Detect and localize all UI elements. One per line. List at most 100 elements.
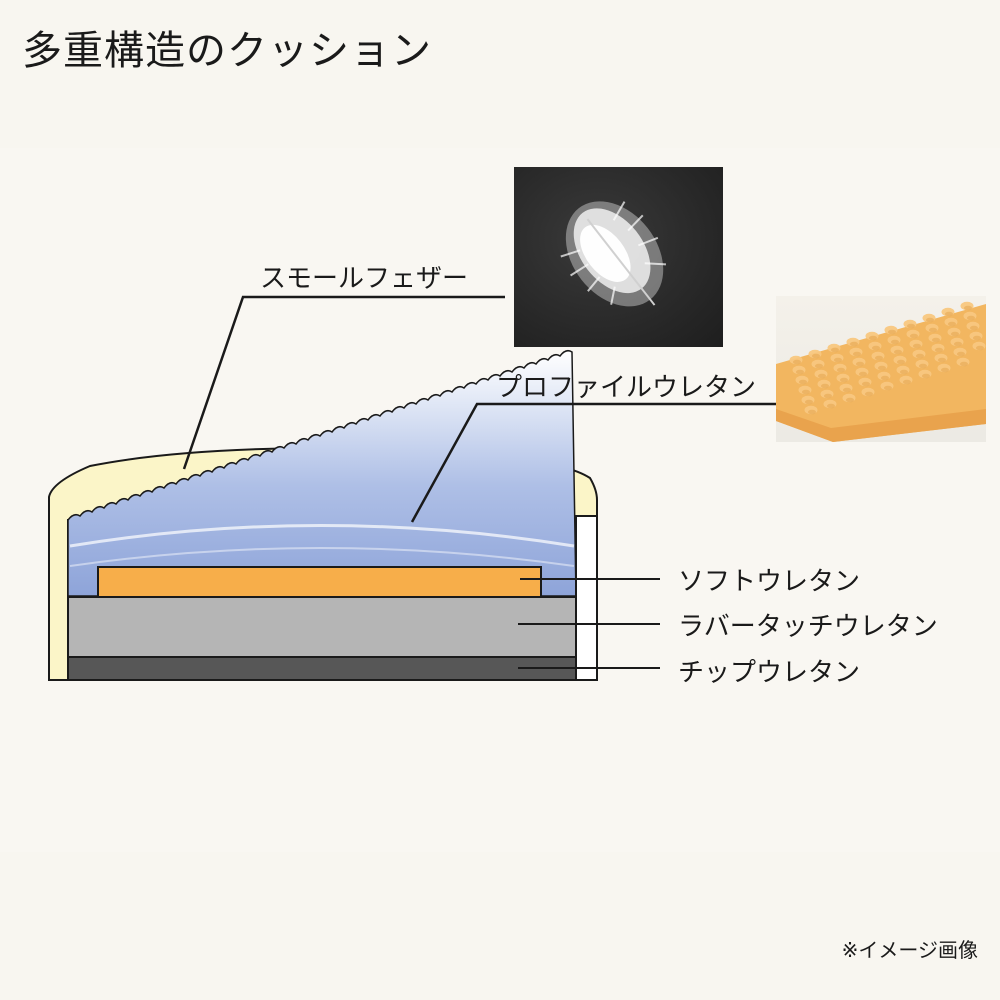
foam-bump (808, 349, 822, 359)
foam-bump-shadow (954, 341, 962, 347)
foam-bump-shadow (872, 345, 880, 351)
foam-bump (903, 319, 917, 329)
foam-bump (906, 329, 920, 339)
foam-bump-shadow (967, 315, 975, 321)
foam-bump-shadow (850, 341, 858, 347)
page-title: 多重構造のクッション (22, 28, 432, 74)
foam-bump-shadow (900, 369, 908, 375)
foam-bump-shadow (903, 379, 911, 385)
foam-bump (871, 351, 885, 361)
foam-bump (925, 323, 939, 333)
foam-bump (956, 357, 970, 367)
foam-bump-shadow (818, 373, 826, 379)
foam-bump-shadow (865, 391, 873, 397)
foam-bump (915, 359, 929, 369)
foam-bump (896, 365, 910, 375)
foam-bump (909, 339, 923, 349)
rubber-touch-urethane-layer (67, 596, 577, 658)
foam-bump (893, 355, 907, 365)
foam-bump-shadow (793, 359, 801, 365)
foam-bump (852, 357, 866, 367)
side-wall (575, 515, 598, 681)
foam-bump (817, 379, 831, 389)
foam-bump-shadow (919, 363, 927, 369)
foam-bump (950, 337, 964, 347)
foam-bump (972, 341, 986, 351)
foam-bump (842, 393, 856, 403)
foam-bump-shadow (922, 373, 930, 379)
profile-urethane-photo (776, 296, 986, 442)
foam-bump (833, 363, 847, 373)
foam-bump (861, 387, 875, 397)
foam-bump (963, 311, 977, 321)
foam-bump-shadow (805, 399, 813, 405)
foam-bump-shadow (802, 389, 810, 395)
foam-bump-shadow (840, 377, 848, 383)
foam-bump-shadow (926, 317, 934, 323)
foam-bump-shadow (910, 333, 918, 339)
foam-bump (918, 369, 932, 379)
profile-urethane-wave-1 (69, 524, 575, 548)
image-note: ※イメージ画像 (841, 938, 978, 962)
foam-bump-shadow (960, 361, 968, 367)
foam-bump-shadow (884, 385, 892, 391)
foam-bump (858, 377, 872, 387)
foam-bump-shadow (821, 383, 829, 389)
foam-bump (966, 321, 980, 331)
foam-bump-shadow (856, 361, 864, 367)
foam-bump-shadow (859, 371, 867, 377)
foam-bump (960, 301, 974, 311)
foam-bump-shadow (812, 353, 820, 359)
foam-bump (947, 327, 961, 337)
foam-bump-shadow (976, 345, 984, 351)
foam-bump-shadow (815, 363, 823, 369)
leader-line-small-feather (182, 295, 505, 470)
foam-bump (865, 331, 879, 341)
foam-bump-shadow (932, 337, 940, 343)
foam-bump (792, 365, 806, 375)
soft-urethane-layer (97, 566, 542, 598)
foam-bump (836, 373, 850, 383)
foam-bump-shadow (938, 357, 946, 363)
foam-bump (849, 347, 863, 357)
foam-bump (811, 359, 825, 369)
foam-bump (814, 369, 828, 379)
foam-bump (890, 345, 904, 355)
label-profile-urethane: プロファイルウレタン (496, 373, 757, 403)
foam-bump-shadow (853, 351, 861, 357)
foam-bump (823, 399, 837, 409)
foam-bump-shadow (941, 367, 949, 373)
foam-bump (880, 381, 894, 391)
label-chip-urethane: チップウレタン (678, 658, 861, 688)
foam-bump (798, 385, 812, 395)
foam-bump (937, 363, 951, 373)
foam-bump (934, 353, 948, 363)
foam-bump-shadow (891, 339, 899, 345)
profile-urethane-layer (67, 349, 577, 597)
feather-illustration (560, 201, 667, 307)
foam-bump (969, 331, 983, 341)
foam-bump-shadow (875, 355, 883, 361)
chip-urethane-layer (67, 656, 577, 681)
foam-bump (941, 307, 955, 317)
foam-bump (839, 383, 853, 393)
foam-bump (830, 353, 844, 363)
foam-bump-shadow (888, 329, 896, 335)
foam-bump (944, 317, 958, 327)
foam-bump-shadow (970, 325, 978, 331)
foam-bump (953, 347, 967, 357)
foam-bump-shadow (881, 375, 889, 381)
profile-urethane-wave-2 (69, 547, 575, 567)
foam-bump-shadow (824, 393, 832, 399)
foam-bump-shadow (837, 367, 845, 373)
foam-bump (868, 341, 882, 351)
foam-bump-shadow (894, 349, 902, 355)
foam-bump (820, 389, 834, 399)
foam-bump-shadow (843, 387, 851, 393)
foam-bump-shadow (878, 365, 886, 371)
label-rubber-touch-urethane: ラバータッチウレタン (678, 612, 938, 642)
foam-bump-shadow (913, 343, 921, 349)
foam-bump-shadow (796, 369, 804, 375)
foam-bump-shadow (964, 305, 972, 311)
